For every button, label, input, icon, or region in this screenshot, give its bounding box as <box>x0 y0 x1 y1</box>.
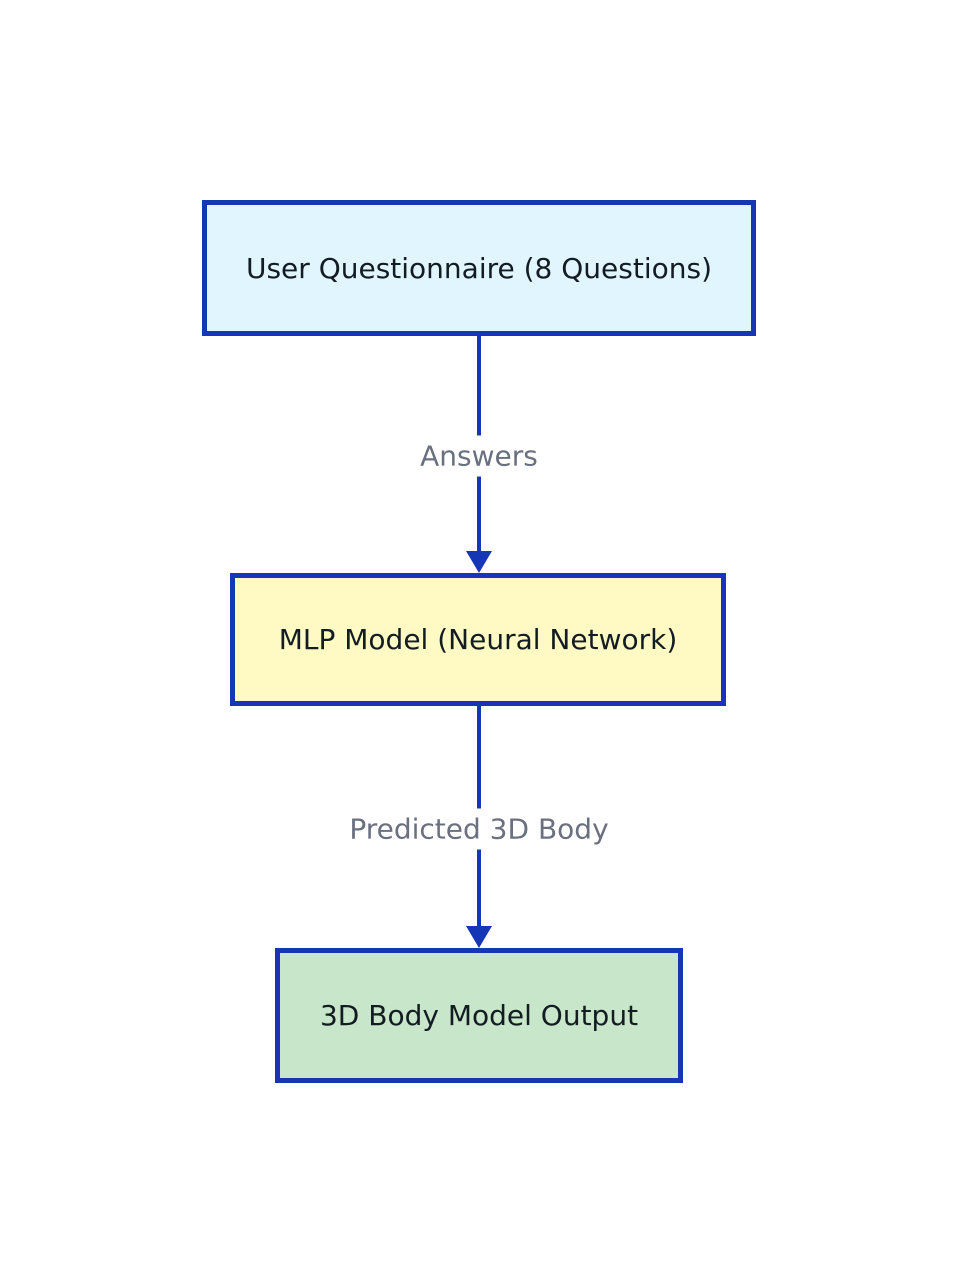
arrow-down-icon <box>466 551 492 573</box>
edge-label-answers: Answers <box>408 435 550 477</box>
arrow-down-icon <box>466 926 492 948</box>
node-user-questionnaire: User Questionnaire (8 Questions) <box>202 200 756 336</box>
node-body-model-output: 3D Body Model Output <box>275 948 683 1083</box>
node-body-model-output-label: 3D Body Model Output <box>319 999 639 1032</box>
node-user-questionnaire-label: User Questionnaire (8 Questions) <box>245 251 713 285</box>
node-mlp-model-label: MLP Model (Neural Network) <box>278 623 678 656</box>
node-mlp-model: MLP Model (Neural Network) <box>230 573 726 706</box>
edge-label-predicted-3d-body: Predicted 3D Body <box>337 808 621 850</box>
